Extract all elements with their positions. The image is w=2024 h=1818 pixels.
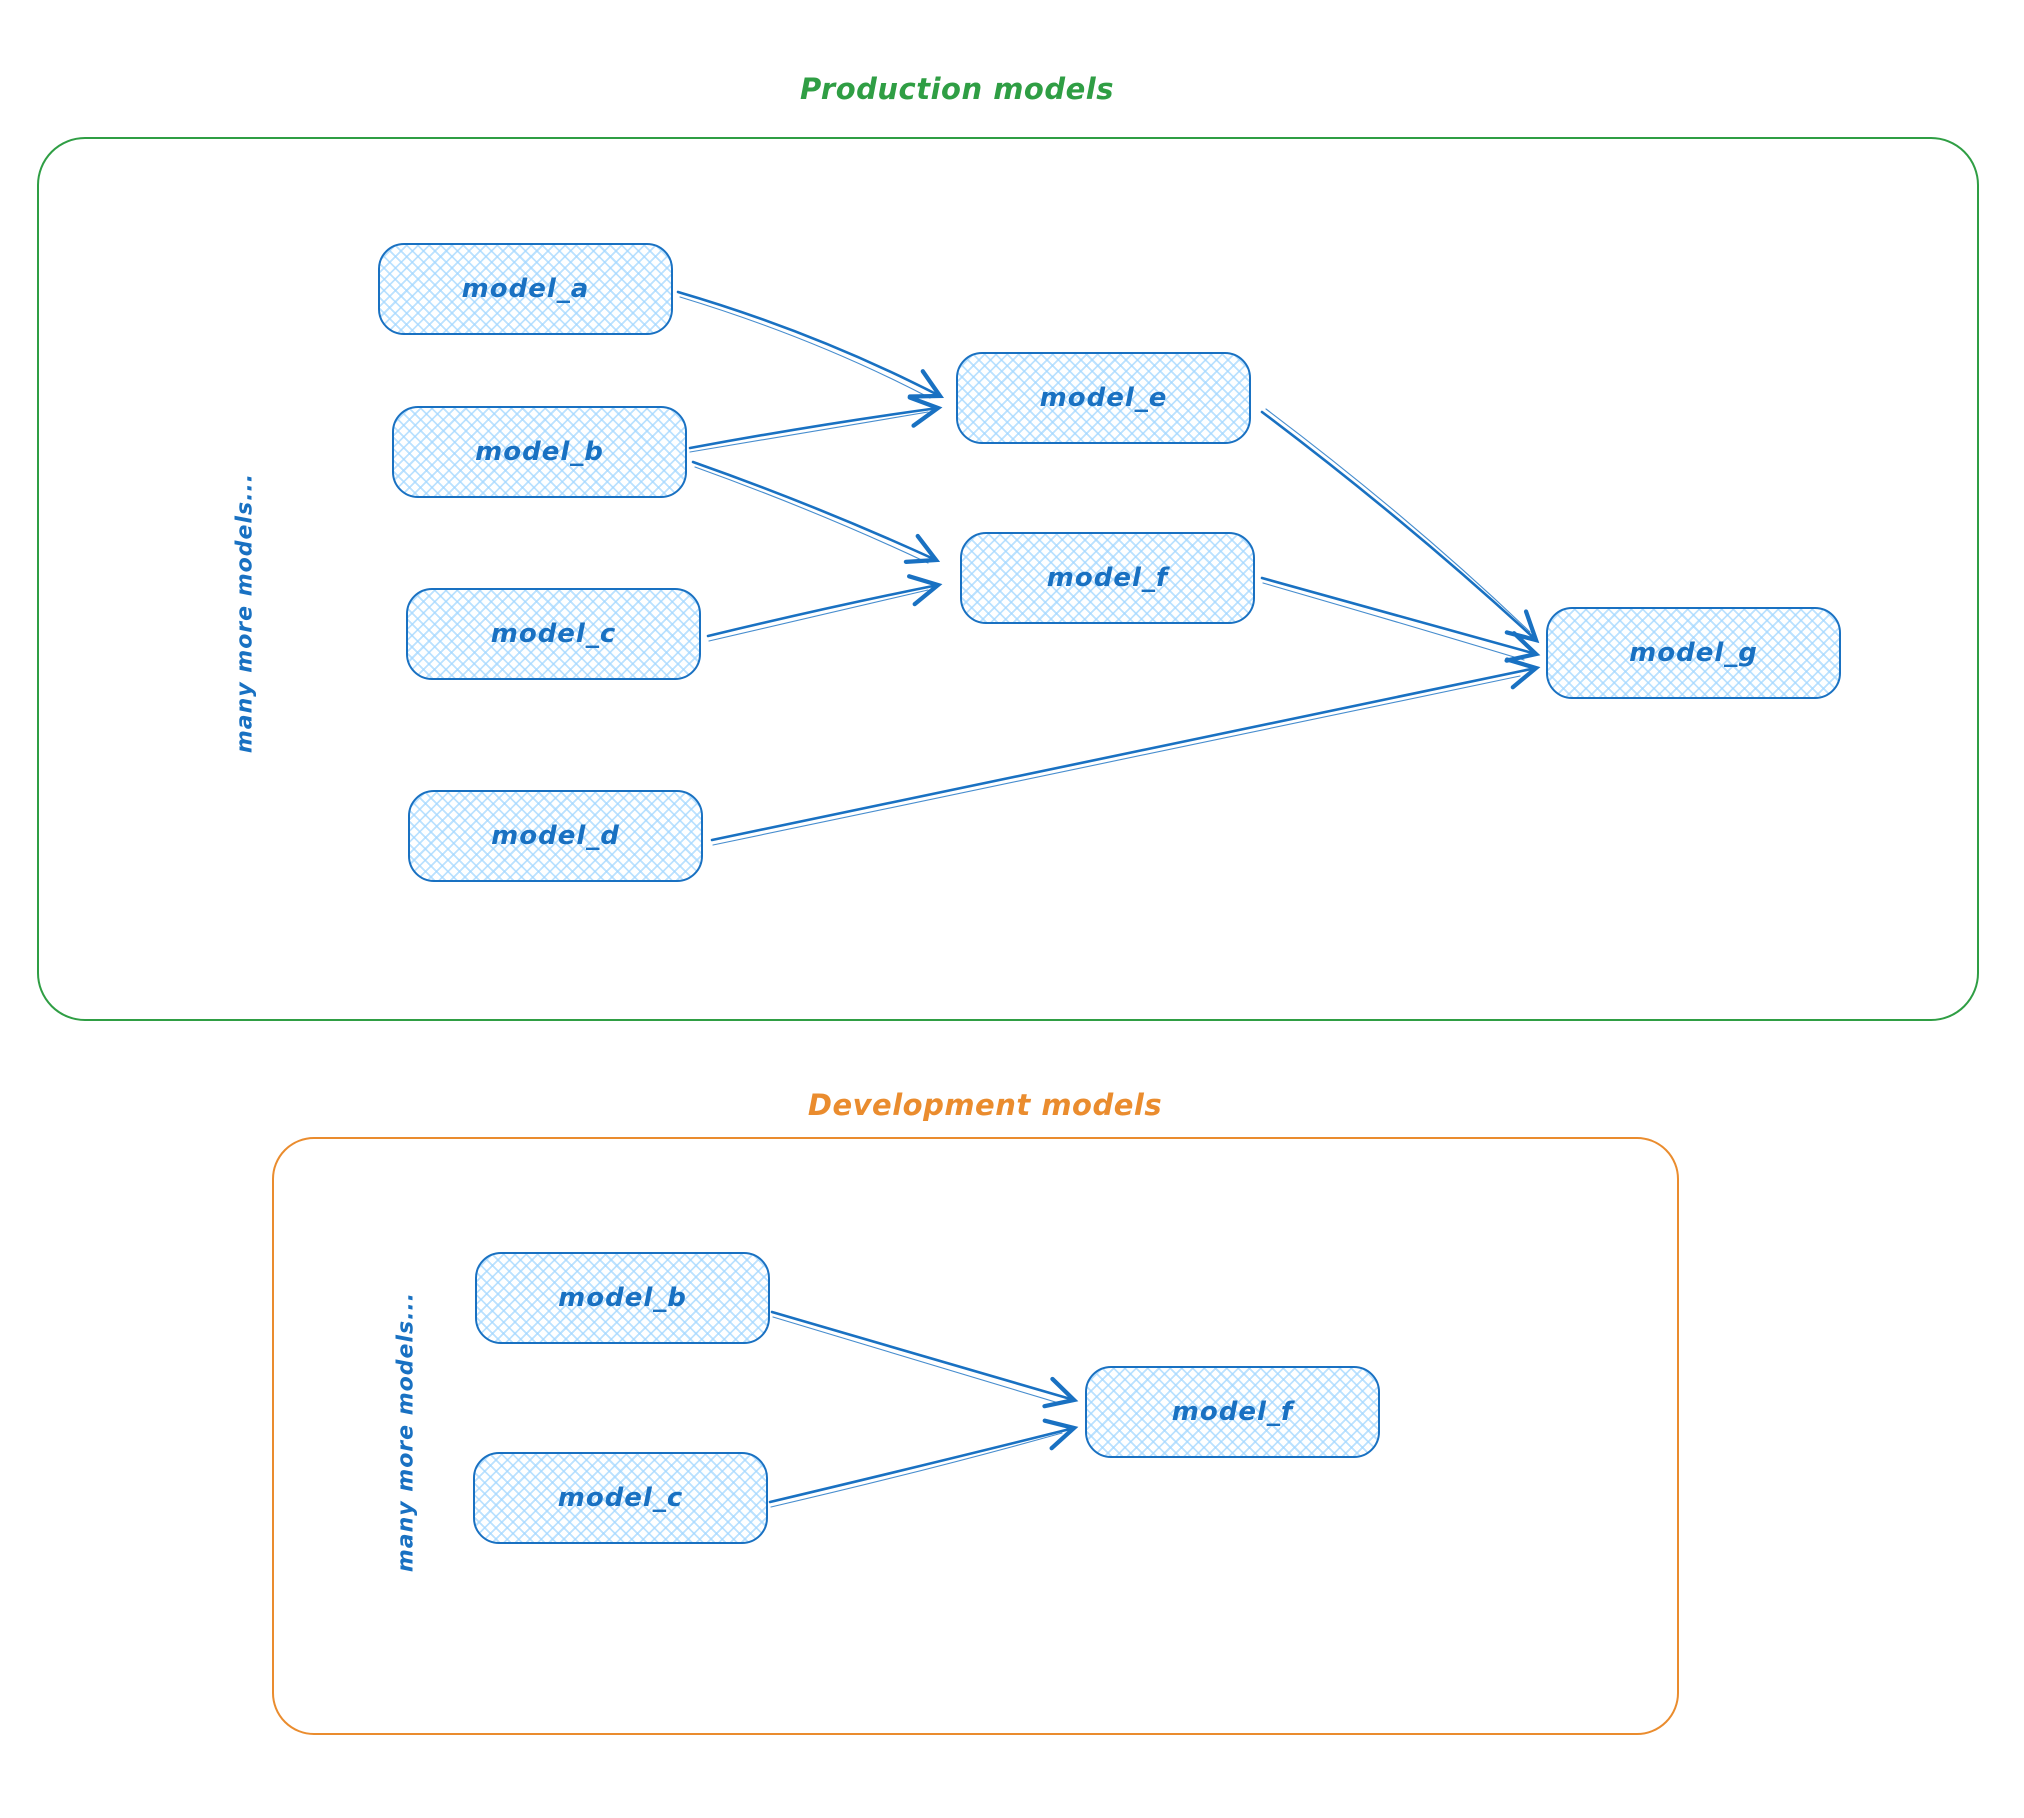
node-dev-model-f-label: model_f [1171, 1397, 1294, 1427]
production-container [37, 137, 1979, 1021]
node-prod-model-f-label: model_f [1046, 563, 1169, 593]
development-side-label: many more models... [393, 1291, 419, 1573]
node-prod-model-e-label: model_e [1039, 383, 1168, 413]
node-prod-model-c: model_c [406, 588, 701, 680]
node-prod-model-g: model_g [1546, 607, 1841, 699]
node-prod-model-a: model_a [378, 243, 673, 335]
node-prod-model-a-label: model_a [461, 274, 590, 304]
node-dev-model-b-label: model_b [558, 1283, 687, 1313]
development-section-title: Development models [807, 1088, 1163, 1122]
node-prod-model-e: model_e [956, 352, 1251, 444]
node-prod-model-d-label: model_d [491, 821, 620, 851]
node-prod-model-b-label: model_b [475, 437, 604, 467]
node-dev-model-c: model_c [473, 1452, 768, 1544]
node-dev-model-c-label: model_c [557, 1483, 684, 1513]
production-section-title: Production models [800, 72, 1114, 106]
node-prod-model-g-label: model_g [1629, 638, 1758, 668]
development-container [272, 1137, 1679, 1735]
node-prod-model-d: model_d [408, 790, 703, 882]
node-dev-model-b: model_b [475, 1252, 770, 1344]
node-prod-model-c-label: model_c [490, 619, 617, 649]
node-prod-model-b: model_b [392, 406, 687, 498]
node-prod-model-f: model_f [960, 532, 1255, 624]
production-side-label: many more models... [232, 472, 258, 754]
node-dev-model-f: model_f [1085, 1366, 1380, 1458]
